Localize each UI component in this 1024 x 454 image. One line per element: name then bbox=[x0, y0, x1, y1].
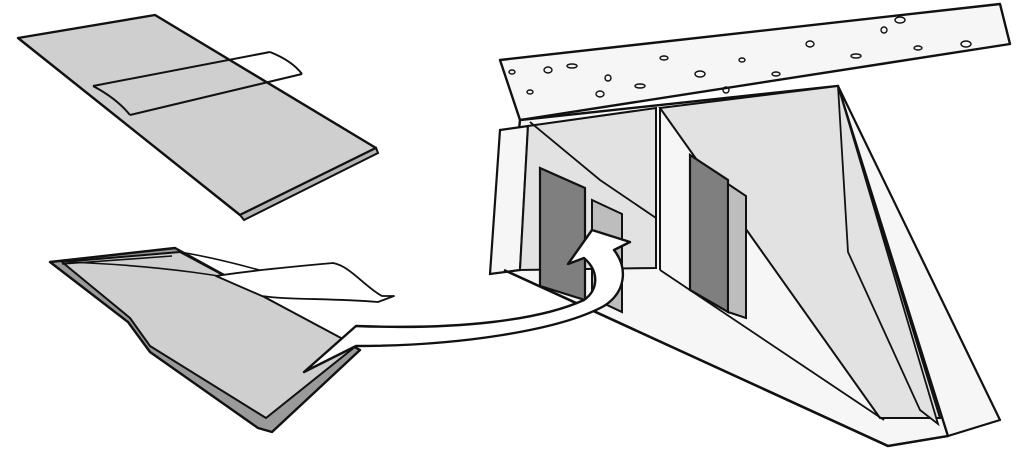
speckle bbox=[722, 86, 730, 94]
under-counter-mount-icon bbox=[488, 2, 1012, 448]
speckle bbox=[526, 89, 534, 95]
speckle bbox=[543, 66, 553, 74]
speckle bbox=[850, 53, 862, 59]
speckle bbox=[634, 83, 646, 89]
speckle bbox=[694, 70, 706, 78]
adhesive-pad-icon bbox=[16, 13, 380, 222]
adhesive-pad-peeling-icon bbox=[48, 246, 395, 434]
speckle bbox=[738, 57, 746, 63]
speckle bbox=[913, 45, 923, 51]
speckle bbox=[595, 90, 605, 98]
speckle bbox=[771, 71, 781, 77]
speckle bbox=[659, 55, 669, 61]
speckle bbox=[508, 69, 516, 75]
speckle bbox=[805, 40, 815, 48]
countertop-speckles bbox=[508, 16, 972, 98]
speckle bbox=[894, 16, 906, 24]
speckle bbox=[960, 40, 972, 48]
curved-arrow-icon bbox=[302, 228, 632, 374]
speckle bbox=[880, 26, 888, 34]
speckle bbox=[604, 74, 612, 82]
speckle bbox=[566, 63, 578, 69]
